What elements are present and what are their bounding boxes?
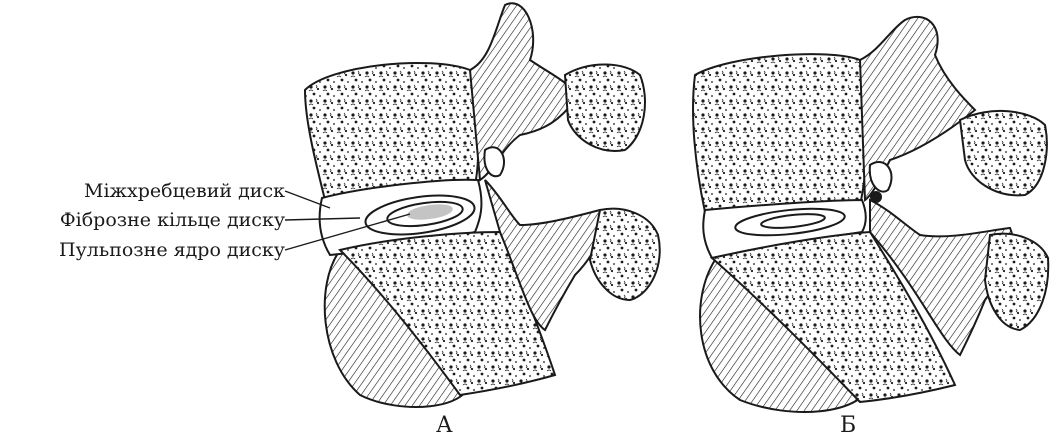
upper-transverse-process-b <box>960 111 1047 195</box>
panel-b-illustration <box>693 17 1048 412</box>
panel-label-a: А <box>436 414 453 438</box>
upper-vertebral-body-b <box>693 54 867 213</box>
upper-transverse-process <box>565 64 645 150</box>
panel-a-illustration <box>305 3 660 407</box>
lower-transverse-process <box>590 209 660 300</box>
herniation-fragment <box>871 192 881 202</box>
lower-transverse-process-b <box>985 234 1048 330</box>
label-nucleus-pulposus: Пульпозне ядро диску <box>59 239 285 261</box>
label-intervertebral-disc: Міжхребцевий диск <box>84 180 285 202</box>
label-annulus-fibrosus: Фіброзне кільце диску <box>60 209 285 231</box>
panel-label-b: Б <box>840 414 856 438</box>
